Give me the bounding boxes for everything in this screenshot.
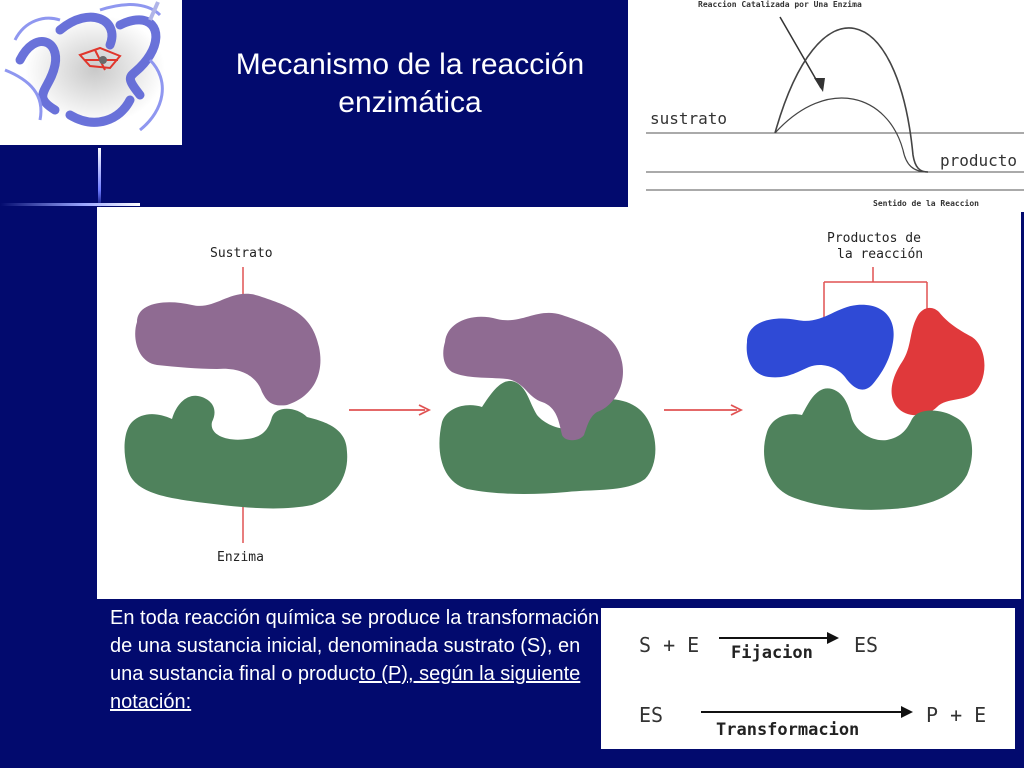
energy-diagram: Reaccion Catalizada por Una Enzima sustr… (628, 0, 1024, 212)
body-paragraph: En toda reacción química se produce la t… (110, 604, 600, 716)
product-blue-shape (746, 304, 894, 390)
catalyzed-curve (774, 97, 929, 173)
arrow-1-head (418, 404, 432, 416)
equations-svg: S + E Fijacion ES ES Transformacion P + … (639, 632, 986, 740)
substrate-callout-label: Sustrato (210, 246, 273, 261)
enzyme-mechanism-diagram: Sustrato Enzima Productos de la reacción (97, 207, 1021, 599)
product-label: producto (940, 151, 1017, 170)
equation-2-arrow-label: Transformacion (716, 720, 859, 740)
products-callout-label-1: Productos de (827, 231, 921, 246)
equation-1-right: ES (854, 633, 878, 657)
title-line-2: enzimática (338, 86, 482, 119)
protein-structure-image (0, 0, 182, 145)
energy-diagram-svg: Reaccion Catalizada por Una Enzima sustr… (646, 0, 1024, 208)
equation-2-left: ES (639, 703, 663, 727)
equation-1-arrow-label: Fijacion (731, 643, 813, 663)
protein-ribbon-illustration (4, 1, 165, 132)
catalysis-arrow-line (779, 16, 822, 89)
reaction-equations: S + E Fijacion ES ES Transformacion P + … (601, 608, 1015, 749)
enzyme-callout-label: Enzima (217, 550, 264, 565)
substrate-label: sustrato (650, 109, 727, 128)
title-line-1: Mecanismo de la reacción (235, 48, 585, 81)
mechanism-svg: Sustrato Enzima Productos de la reacción (124, 231, 985, 565)
decorative-horizontal-line (0, 203, 140, 206)
reaction-direction-label: Sentido de la Reaccion (873, 198, 979, 208)
energy-top-label: Reaccion Catalizada por Una Enzima (698, 0, 862, 9)
equation-1-arrow-head (827, 632, 839, 644)
enzyme-released-shape (764, 388, 973, 510)
enzyme-substrate-complex-substrate (443, 312, 623, 441)
catalysis-arrow-head (814, 78, 825, 92)
uncatalyzed-curve (774, 27, 929, 173)
products-callout-bracket (823, 267, 928, 329)
substrate-shape (135, 293, 321, 406)
product-red-shape (891, 307, 985, 416)
decorative-vertical-line (98, 148, 101, 208)
enzyme-shape (124, 395, 348, 509)
body-text-plain: En toda reacción química se produce la t… (110, 607, 600, 685)
body-text-underlined: to (P), según la siguiente notación: (110, 663, 581, 713)
arrow-2-head (730, 404, 744, 416)
equation-1-left: S + E (639, 633, 699, 657)
slide-title: Mecanismo de la reacción enzimática (190, 46, 630, 122)
equation-2-right: P + E (926, 703, 986, 727)
equation-2-arrow-head (901, 706, 913, 718)
products-callout-label-2: la reacción (837, 247, 923, 262)
